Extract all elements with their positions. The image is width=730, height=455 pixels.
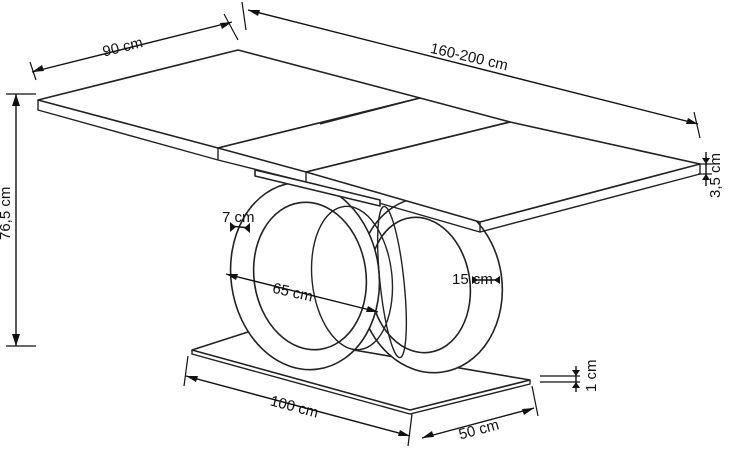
label-base-thickness: 1 cm — [583, 359, 600, 392]
dim-ring-gap — [472, 276, 500, 284]
table-top — [37, 49, 701, 233]
dim-top-width — [29, 13, 239, 81]
dim-ring-diameter — [225, 273, 379, 313]
label-base-width: 50 cm — [457, 416, 501, 443]
label-ring-gap: 15 cm — [452, 271, 493, 288]
label-height: 76,5 cm — [0, 187, 14, 240]
dim-ring-thickness — [229, 222, 251, 233]
dim-top-length — [241, 1, 701, 139]
ring-pedestal — [229, 181, 504, 374]
label-base-length: 100 cm — [268, 393, 320, 422]
dim-height — [6, 93, 36, 347]
dim-base-width — [421, 385, 539, 439]
dim-top-thickness — [698, 152, 712, 186]
label-ring-thickness: 7 cm — [222, 209, 255, 226]
dim-base-thickness — [540, 366, 580, 392]
dim-base-length — [183, 355, 413, 447]
label-top-width: 90 cm — [101, 34, 145, 60]
label-top-length: 160-200 cm — [429, 40, 510, 74]
label-top-thickness: 3,5 cm — [707, 153, 724, 198]
